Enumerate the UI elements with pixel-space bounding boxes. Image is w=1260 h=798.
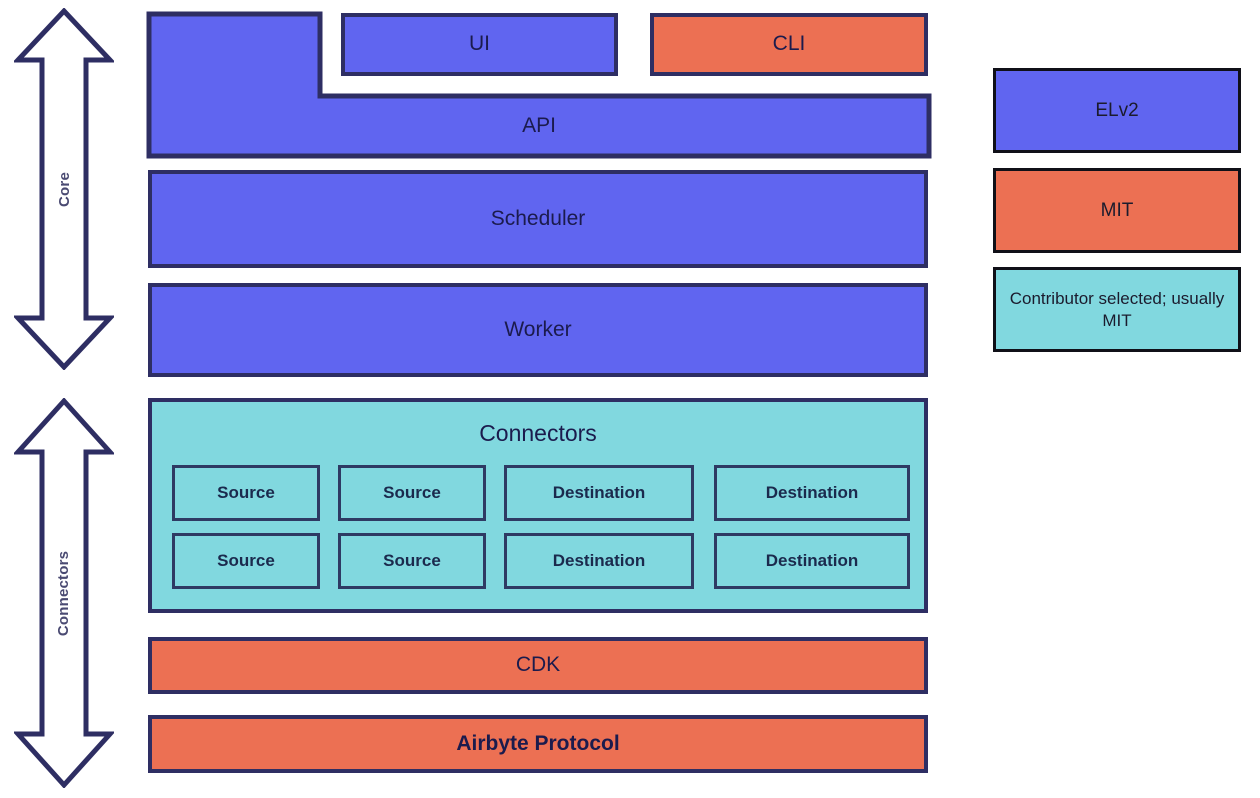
- block-connectors-group[interactable]: Connectors Source Source Destination Des…: [148, 398, 928, 613]
- connectors-scope-arrow: Connectors: [14, 398, 114, 788]
- connector-cell[interactable]: Source: [172, 533, 320, 589]
- block-scheduler-label: Scheduler: [490, 206, 586, 230]
- block-api[interactable]: API: [146, 11, 932, 159]
- connector-cell-label: Destination: [765, 551, 859, 570]
- connector-cell-label: Source: [217, 483, 275, 502]
- block-cdk[interactable]: CDK: [148, 637, 928, 694]
- connector-cell[interactable]: Destination: [714, 465, 910, 521]
- block-worker[interactable]: Worker: [148, 283, 928, 377]
- block-cli[interactable]: CLI: [650, 13, 928, 76]
- block-cdk-label: CDK: [515, 653, 561, 677]
- legend-item-contributor-label: Contributor selected; usually MIT: [1009, 289, 1225, 330]
- legend-item-mit-label: MIT: [1100, 199, 1134, 221]
- legend-item-elv2-label: ELv2: [1095, 99, 1139, 121]
- block-airbyte-protocol[interactable]: Airbyte Protocol: [148, 715, 928, 773]
- connector-cell-label: Source: [217, 551, 275, 570]
- core-scope-arrow: Core: [14, 8, 114, 370]
- connector-cell-label: Destination: [552, 483, 646, 502]
- block-worker-label: Worker: [504, 317, 572, 341]
- legend-item-mit: MIT: [993, 168, 1241, 253]
- connector-cell[interactable]: Destination: [714, 533, 910, 589]
- block-scheduler[interactable]: Scheduler: [148, 170, 928, 268]
- connector-cell[interactable]: Destination: [504, 533, 694, 589]
- block-ui[interactable]: UI: [341, 13, 618, 76]
- block-cli-label: CLI: [772, 32, 806, 56]
- connector-cell[interactable]: Source: [172, 465, 320, 521]
- connector-cell-label: Destination: [552, 551, 646, 570]
- block-ui-label: UI: [469, 32, 490, 56]
- connector-cell[interactable]: Source: [338, 533, 486, 589]
- block-connectors-title: Connectors: [479, 420, 597, 446]
- connector-cell[interactable]: Destination: [504, 465, 694, 521]
- connector-cell[interactable]: Source: [338, 465, 486, 521]
- connector-cell-label: Destination: [765, 483, 859, 502]
- legend-item-elv2: ELv2: [993, 68, 1241, 153]
- connector-cell-label: Source: [383, 551, 441, 570]
- block-api-label: API: [522, 114, 556, 137]
- block-airbyte-protocol-label: Airbyte Protocol: [456, 731, 620, 755]
- connector-cell-label: Source: [383, 483, 441, 502]
- legend-item-contributor: Contributor selected; usually MIT: [993, 267, 1241, 352]
